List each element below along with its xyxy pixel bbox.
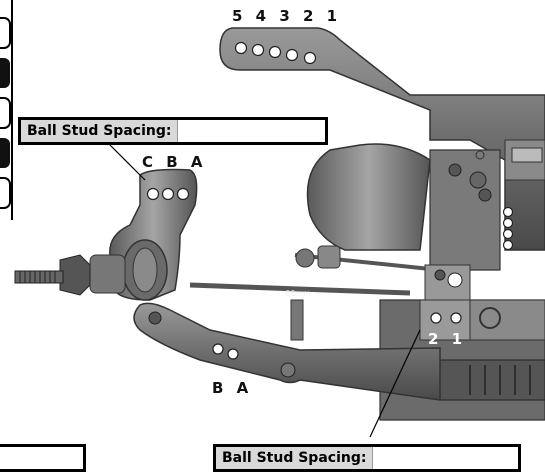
lower-arm xyxy=(133,302,441,401)
arm-position-label: B A xyxy=(212,379,253,397)
inner-holes xyxy=(430,312,462,324)
hub xyxy=(89,254,126,294)
left-partial-callout xyxy=(0,444,86,472)
tower-position-label: 5 4 3 2 1 xyxy=(232,7,342,25)
block-holes xyxy=(146,187,190,201)
bottom-ball-stud-label: Ball Stud Spacing: xyxy=(216,447,374,469)
inner-position-label: 2 1 xyxy=(428,330,467,348)
tower-side-holes xyxy=(502,206,514,251)
steering-link xyxy=(189,282,411,296)
bulkhead xyxy=(306,143,431,251)
arm-holes xyxy=(212,343,239,360)
tower-holes xyxy=(234,41,317,65)
callout-line-top xyxy=(104,139,146,181)
callout-line-bottom xyxy=(369,329,421,438)
left-edge-parts xyxy=(0,0,13,220)
top-ball-stud-label: Ball Stud Spacing: xyxy=(21,120,179,142)
bottom-ball-stud-callout: Ball Stud Spacing: xyxy=(213,444,521,472)
link-length: 66mm xyxy=(285,289,311,298)
top-ball-stud-callout: Ball Stud Spacing: xyxy=(18,117,328,145)
steering-block-position-label: C B A xyxy=(142,153,207,171)
bell-crank xyxy=(424,264,471,301)
